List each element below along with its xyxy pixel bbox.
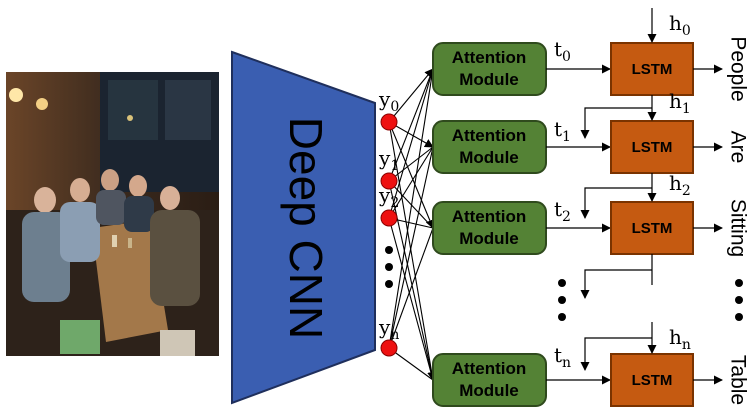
svg-text:Attention: Attention [452,359,527,378]
output-ellipsis [735,279,743,321]
lstm-cell-2: LSTM [610,201,694,255]
deep-cnn-block: Deep CNN [231,50,376,405]
lstm-cell-n: LSTM [610,353,694,407]
hidden-state-arrows [580,8,657,371]
group-of-people-at-table-photo [6,72,219,356]
svg-text:Attention: Attention [452,48,527,67]
svg-text:Attention: Attention [452,126,527,145]
svg-text:h2: h2 [669,171,691,199]
svg-text:hn: hn [669,325,691,353]
hidden-state-labels: h0 h1 h2 hn [669,11,691,353]
svg-text:LSTM: LSTM [632,139,673,156]
svg-text:LSTM: LSTM [632,220,673,237]
svg-text:LSTM: LSTM [632,61,673,78]
feature-node-y1: y1 [378,146,399,190]
svg-text:Attention: Attention [452,207,527,226]
output-arrows [693,64,723,385]
time-ellipsis [558,279,566,321]
attention-module-n: Attention Module [432,353,547,407]
svg-text:Module: Module [459,381,519,400]
svg-text:Module: Module [459,229,519,248]
feature-node-y0: y0 [378,87,399,131]
cnn-trapezoid [231,50,376,405]
attention-module-0: Attention Module [432,42,547,96]
feature-ellipsis [385,246,393,288]
svg-text:h0: h0 [669,11,691,39]
attention-module-1: Attention Module [432,120,547,174]
svg-text:t1: t1 [554,117,571,145]
svg-text:t0: t0 [554,37,571,65]
output-word-1: Are [726,131,749,164]
output-word-0: People [726,36,749,101]
attention-module-2: Attention Module [432,201,547,255]
feature-node-y2: y2 [378,183,399,227]
svg-text:y0: y0 [378,87,399,115]
svg-text:t2: t2 [554,197,571,225]
feature-node-yn: yn [378,315,399,357]
svg-text:tn: tn [554,343,571,371]
context-labels: t0 t1 t2 tn [554,37,571,371]
lstm-cell-0: LSTM [610,42,694,96]
output-word-n: Table [726,355,749,405]
context-arrows [546,64,611,385]
svg-text:y2: y2 [378,183,399,211]
svg-text:y1: y1 [378,146,399,174]
feature-to-attention-connections [388,68,437,381]
svg-text:Module: Module [459,70,519,89]
svg-text:Module: Module [459,148,519,167]
svg-text:LSTM: LSTM [632,372,673,389]
lstm-cell-1: LSTM [610,120,694,174]
output-word-2: Sitting [726,199,749,257]
svg-text:yn: yn [378,315,399,343]
cnn-label: Deep CNN [280,117,332,339]
svg-text:h1: h1 [669,89,691,117]
